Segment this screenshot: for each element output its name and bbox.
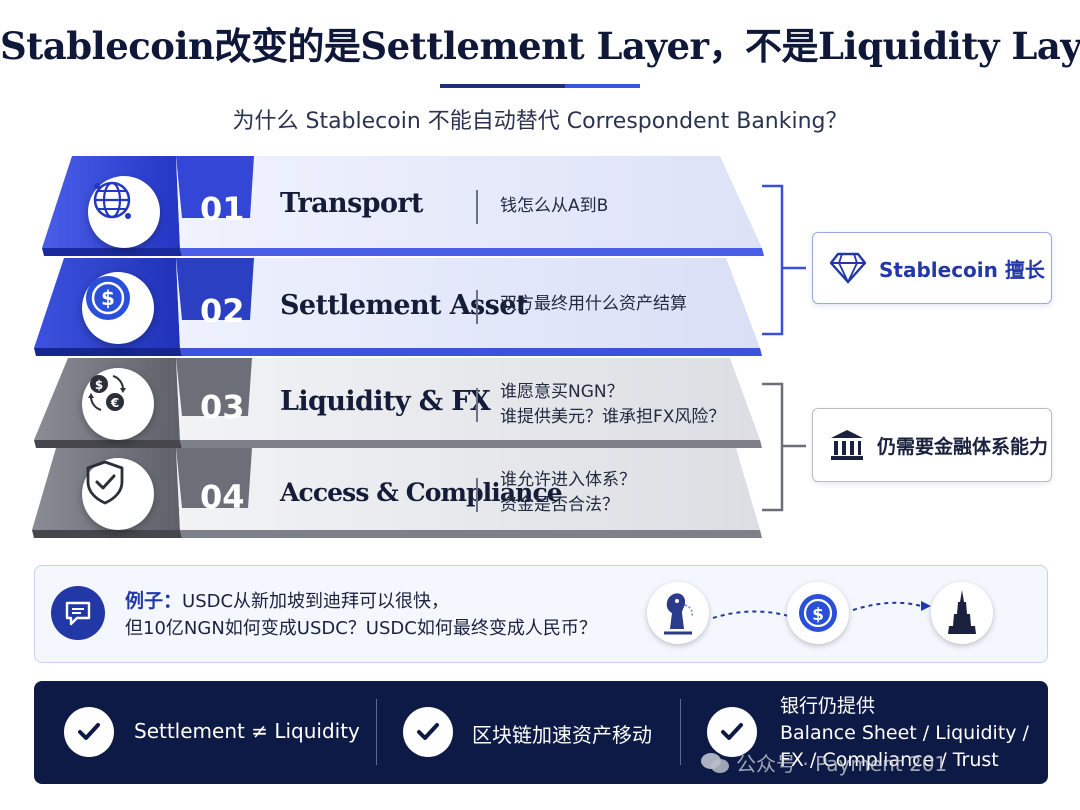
page-subtitle: 为什么 Stablecoin 不能自动替代 Correspondent Bank…	[232, 109, 848, 134]
layer-number: 02	[200, 292, 245, 330]
summary-item-blockchain: 区块链加速资产移动	[472, 723, 652, 747]
layer-liquidity-fx: $ € 03 Liquidity & FX 谁愿意买NGN？谁提供美元？谁承担F…	[30, 352, 790, 452]
layer-name: Access & Compliance	[280, 478, 563, 507]
layer-description: 谁允许进入体系？资金是否合法？	[500, 470, 636, 515]
layer-description: 钱怎么从A到B	[500, 196, 609, 216]
layer-number: 01	[200, 190, 245, 228]
summary-divider	[680, 699, 681, 765]
layer-number: 03	[200, 388, 245, 426]
burj-khalifa-icon	[931, 582, 993, 644]
wechat-icon	[701, 752, 729, 773]
summary-item-settlement: Settlement ≠ Liquidity	[134, 719, 360, 743]
svg-text:$: $	[812, 605, 824, 625]
watermark: 公众号 · Payment 201	[700, 748, 947, 777]
layer-separator	[476, 478, 478, 512]
layer-access-compliance: 04 Access & Compliance 谁允许进入体系？资金是否合法？	[30, 442, 790, 542]
layer-separator	[476, 388, 478, 422]
tag-finance-system: 仍需要金融体系能力	[812, 408, 1052, 482]
layer-transport: 01 Transport 钱怎么从A到B	[30, 152, 790, 262]
layer-description: 谁愿意买NGN？谁提供美元？谁承担FX风险？	[500, 382, 726, 427]
svg-text:$: $	[95, 378, 103, 392]
example-label: 例子：	[125, 590, 183, 612]
summary-divider	[376, 699, 377, 765]
flow-arrow	[712, 610, 790, 619]
example-box: 例子：USDC从新加坡到迪拜可以很快， 但10亿NGN如何变成USDC？USDC…	[34, 565, 1048, 663]
layer-description: 双方最终用什么资产结算	[500, 294, 687, 314]
bracket-finance	[762, 382, 806, 512]
currency-exchange-icon: $ €	[82, 368, 154, 440]
bank-icon	[831, 430, 863, 460]
tag-text: Stablecoin 擅长	[879, 257, 1045, 282]
layer-number: 04	[200, 478, 245, 516]
summary-item-banks: 银行仍提供 Balance Sheet / Liquidity / FX / C…	[780, 695, 1029, 771]
example-text: 例子：USDC从新加坡到迪拜可以很快， 但10亿NGN如何变成USDC？USDC…	[125, 590, 597, 639]
chat-message-icon	[51, 586, 105, 640]
svg-text:€: €	[110, 396, 119, 410]
diamond-icon	[829, 252, 867, 285]
check-icon	[707, 707, 757, 757]
usdc-coin-icon: $	[82, 272, 154, 344]
layer-settlement-asset: $ 02 Settlement Asset 双方最终用什么资产结算	[30, 252, 790, 362]
svg-text:$: $	[101, 286, 115, 310]
title-underline	[440, 84, 640, 88]
check-icon	[64, 707, 114, 757]
tag-stablecoin-strength: Stablecoin 擅长	[812, 232, 1052, 304]
bracket-stablecoin	[762, 184, 806, 336]
globe-network-icon	[88, 176, 160, 248]
shield-check-icon	[82, 458, 154, 530]
usdc-coin-icon: $	[787, 582, 849, 644]
page-title: Stablecoin改变的是Settlement Layer，不是Liquidi…	[0, 24, 1080, 68]
layer-separator	[476, 290, 478, 324]
layer-name: Liquidity & FX	[280, 386, 491, 417]
layer-separator	[476, 190, 478, 224]
layer-name: Settlement Asset	[280, 290, 528, 321]
summary-banner: Settlement ≠ Liquidity 区块链加速资产移动 银行仍提供 B…	[34, 681, 1048, 784]
flow-arrow	[852, 601, 931, 611]
tag-text: 仍需要金融体系能力	[877, 435, 1049, 458]
merlion-icon	[647, 582, 709, 644]
check-icon	[403, 707, 453, 757]
layer-name: Transport	[280, 188, 423, 219]
